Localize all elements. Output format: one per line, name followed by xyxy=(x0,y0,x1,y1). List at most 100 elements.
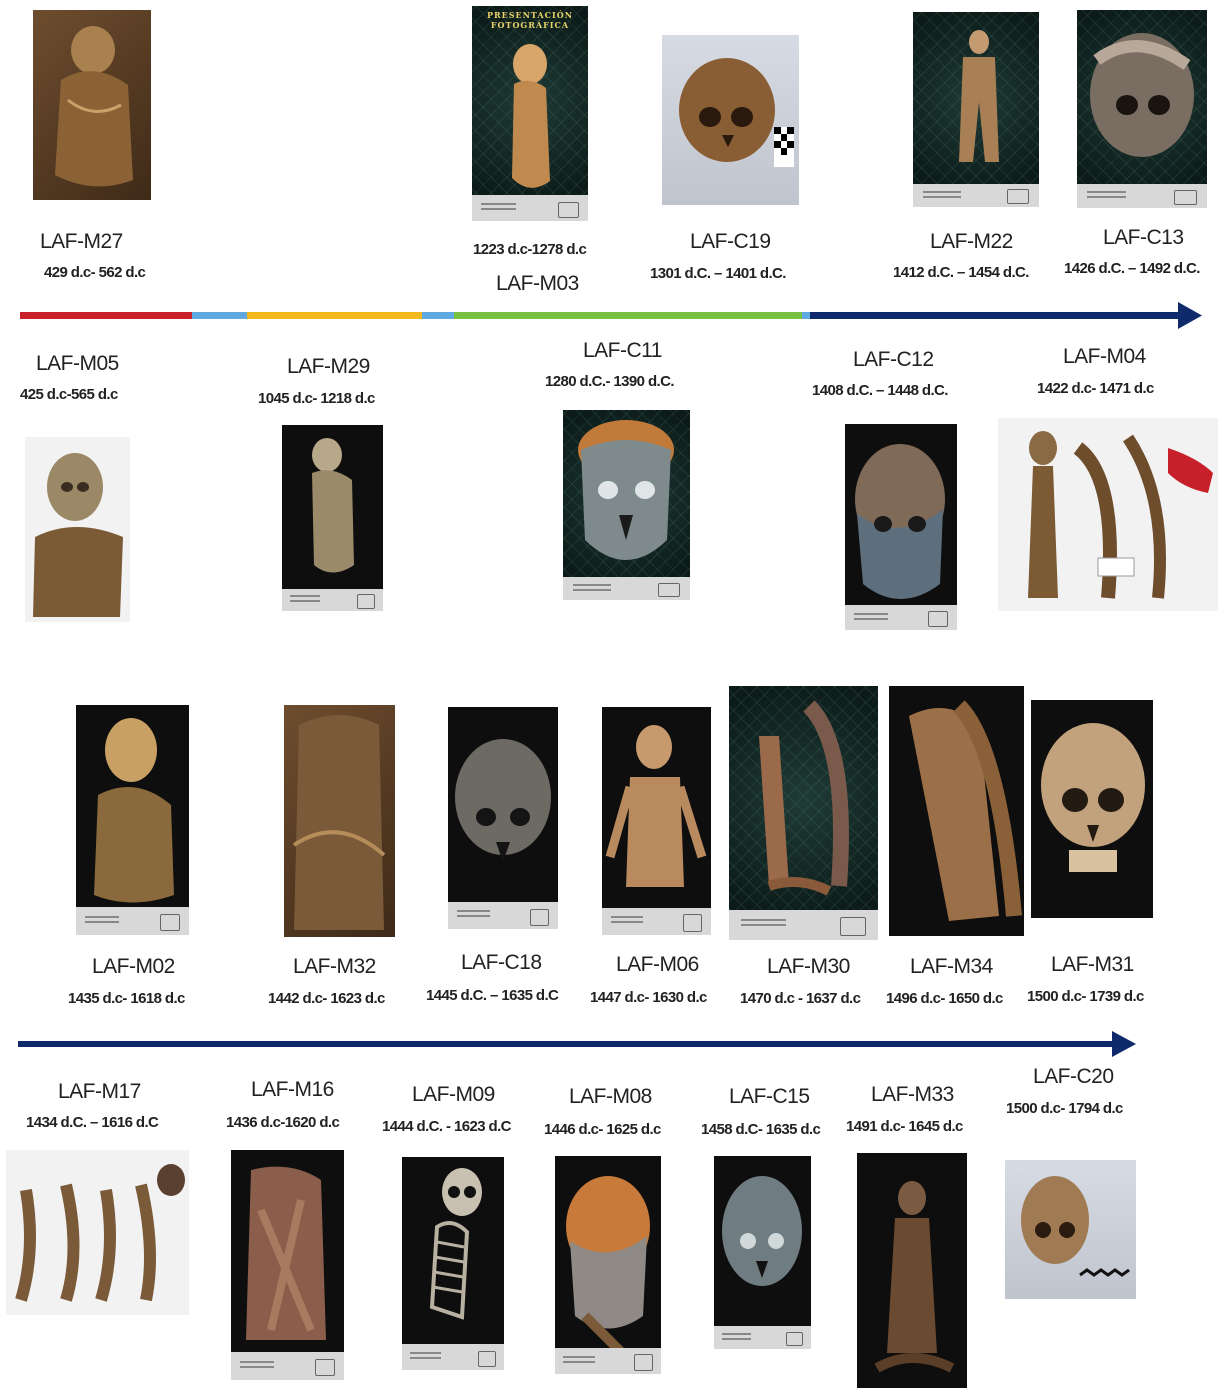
specimen-id: LAF-M30 xyxy=(767,955,850,979)
specimen-id: LAF-M09 xyxy=(412,1083,495,1107)
timeline-segment xyxy=(454,312,802,319)
photo-caption-strip xyxy=(282,589,383,611)
specimen-id: LAF-M08 xyxy=(569,1085,652,1109)
skull-photo-icon xyxy=(714,1156,811,1349)
specimen-date: 1436 d.c-1620 d.c xyxy=(226,1114,339,1131)
photo-caption-strip xyxy=(714,1326,811,1349)
specimen-date: 1280 d.C.- 1390 d.C. xyxy=(545,373,674,390)
specimen-id: LAF-C19 xyxy=(690,230,771,254)
mummy-photo-icon xyxy=(282,425,383,611)
specimen-date: 429 d.c- 562 d.c xyxy=(44,264,145,281)
specimen-date: 1442 d.c- 1623 d.c xyxy=(268,990,385,1007)
photo-caption-strip xyxy=(1077,184,1207,208)
photo-caption-strip xyxy=(448,902,558,929)
bones-photo-icon xyxy=(6,1150,189,1315)
mummy-photo-icon xyxy=(602,707,711,935)
specimen-photo-laf-c12 xyxy=(845,424,957,630)
specimen-date: 1223 d.c-1278 d.c xyxy=(473,241,586,258)
skull-photo-icon xyxy=(555,1156,661,1374)
specimen-photo-laf-m29 xyxy=(282,425,383,611)
specimen-photo-laf-m05 xyxy=(25,437,130,622)
specimen-id: LAF-M04 xyxy=(1063,345,1146,369)
specimen-id: LAF-C15 xyxy=(729,1085,810,1109)
specimen-id: LAF-M17 xyxy=(58,1080,141,1104)
mummy-photo-icon xyxy=(889,686,1024,936)
specimen-photo-laf-c18 xyxy=(448,707,558,929)
photo-caption-strip xyxy=(563,577,690,600)
specimen-photo-laf-m09 xyxy=(402,1157,504,1370)
mummy-photo-icon xyxy=(33,10,151,200)
specimen-date: 1301 d.C. – 1401 d.C. xyxy=(650,265,786,282)
photo-caption-strip xyxy=(602,908,711,935)
specimen-id: LAF-M02 xyxy=(92,955,175,979)
mummy-photo-icon xyxy=(913,12,1039,207)
specimen-date: 1500 d.c- 1794 d.c xyxy=(1006,1100,1123,1117)
specimen-date: 1426 d.C. – 1492 d.C. xyxy=(1064,260,1200,277)
mummy-photo-icon xyxy=(729,686,878,940)
specimen-date: 1444 d.C. - 1623 d.C xyxy=(382,1118,511,1135)
photo-caption-strip xyxy=(402,1344,504,1370)
specimen-date: 1470 d.c - 1637 d.c xyxy=(740,990,860,1007)
timeline-segment xyxy=(802,312,810,319)
specimen-photo-laf-m30 xyxy=(729,686,878,940)
mummy-photo-icon xyxy=(231,1150,344,1380)
specimen-id: LAF-M32 xyxy=(293,955,376,979)
specimen-photo-laf-m02 xyxy=(76,705,189,935)
specimen-date: 1500 d.c- 1739 d.c xyxy=(1027,988,1144,1005)
specimen-photo-laf-m03: PRESENTACIÓN FOTOGRÁFICA xyxy=(472,6,588,221)
specimen-id: LAF-M27 xyxy=(40,230,123,254)
specimen-id: LAF-M33 xyxy=(871,1083,954,1107)
specimen-photo-laf-m34 xyxy=(889,686,1024,936)
mummy-photo-icon xyxy=(998,418,1218,611)
mummy-photo-icon xyxy=(25,437,130,622)
specimen-id: LAF-M05 xyxy=(36,352,119,376)
specimen-date: 425 d.c-565 d.c xyxy=(20,386,118,403)
timeline-top-arrow xyxy=(0,298,1231,338)
specimen-photo-laf-c20 xyxy=(1005,1160,1136,1299)
specimen-id: LAF-C12 xyxy=(853,348,934,372)
timeline-segment xyxy=(810,312,1178,319)
specimen-photo-laf-m32 xyxy=(284,705,395,937)
skeleton-photo-icon xyxy=(402,1157,504,1370)
specimen-photo-laf-m08 xyxy=(555,1156,661,1374)
specimen-date: 1447 d.c- 1630 d.c xyxy=(590,989,707,1006)
specimen-photo-laf-m27 xyxy=(33,10,151,200)
skull-photo-icon xyxy=(1005,1160,1136,1299)
specimen-photo-laf-c13 xyxy=(1077,10,1207,208)
specimen-id: LAF-C18 xyxy=(461,951,542,975)
mummy-photo-icon xyxy=(857,1153,967,1388)
skull-photo-icon xyxy=(448,707,558,929)
specimen-photo-laf-c11 xyxy=(563,410,690,600)
specimen-photo-laf-m06 xyxy=(602,707,711,935)
specimen-date: 1408 d.C. – 1448 d.C. xyxy=(812,382,948,399)
specimen-id: LAF-M16 xyxy=(251,1078,334,1102)
timeline-segment xyxy=(20,312,192,319)
specimen-date: 1045 d.c- 1218 d.c xyxy=(258,390,375,407)
photo-caption-strip xyxy=(472,195,588,221)
mummy-photo-icon xyxy=(472,6,588,221)
photo-caption-strip xyxy=(845,605,957,630)
photo-caption-strip xyxy=(76,907,189,935)
specimen-photo-laf-m22 xyxy=(913,12,1039,207)
specimen-id: LAF-M06 xyxy=(616,953,699,977)
specimen-id: LAF-C20 xyxy=(1033,1065,1114,1089)
specimen-id: LAF-M22 xyxy=(930,230,1013,254)
specimen-date: 1445 d.C. – 1635 d.C xyxy=(426,987,558,1004)
specimen-photo-laf-c19 xyxy=(662,35,799,205)
skull-photo-icon xyxy=(1031,700,1153,918)
specimen-id: LAF-M29 xyxy=(287,355,370,379)
specimen-date: 1458 d.C- 1635 d.c xyxy=(701,1121,820,1138)
specimen-photo-laf-m33 xyxy=(857,1153,967,1388)
specimen-id: LAF-M31 xyxy=(1051,953,1134,977)
specimen-id: LAF-M34 xyxy=(910,955,993,979)
specimen-photo-laf-m31 xyxy=(1031,700,1153,918)
specimen-date: 1491 d.c- 1645 d.c xyxy=(846,1118,963,1135)
photo-caption-strip xyxy=(913,184,1039,207)
timeline-segment xyxy=(422,312,454,319)
specimen-date: 1412 d.C. – 1454 d.C. xyxy=(893,264,1029,281)
timeline-segment xyxy=(247,312,422,319)
timeline-segment xyxy=(192,312,247,319)
specimen-photo-laf-c15 xyxy=(714,1156,811,1349)
skull-photo-icon xyxy=(845,424,957,630)
skull-photo-icon xyxy=(563,410,690,600)
